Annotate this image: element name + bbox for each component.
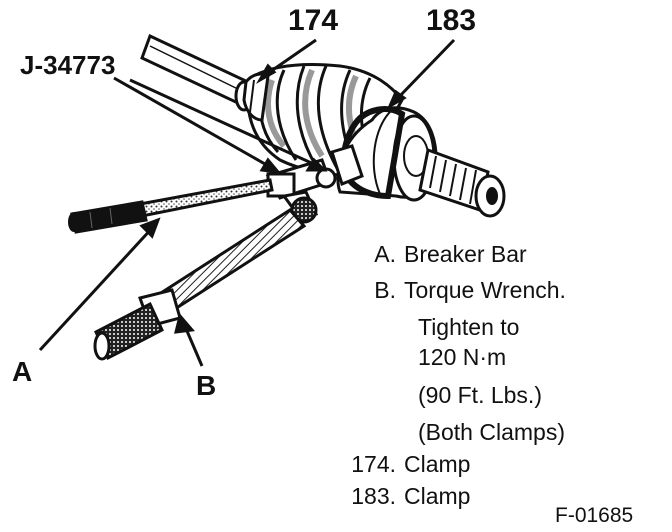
legend-item-a: A. Breaker Bar bbox=[338, 240, 527, 268]
torque-wrench bbox=[93, 208, 307, 361]
legend-text-183: Clamp bbox=[404, 483, 471, 509]
legend-b-line-2: Tighten to bbox=[418, 314, 520, 340]
legend-text-b: Torque Wrench. bbox=[404, 277, 566, 303]
callout-183: 183 bbox=[426, 4, 477, 37]
splined-stub-shaft bbox=[418, 147, 506, 218]
legend-marker-a: A. bbox=[374, 241, 396, 267]
legend-item-183: 183. Clamp bbox=[338, 482, 470, 510]
callout-174: 174 bbox=[288, 4, 339, 37]
callout-a: A bbox=[12, 356, 33, 387]
leader-lines bbox=[38, 38, 456, 367]
clamp-174 bbox=[242, 72, 270, 122]
legend-b-line-4: (90 Ft. Lbs.) bbox=[418, 382, 542, 408]
legend-b-line-3: 120 N·m bbox=[418, 344, 507, 370]
legend-item-b: B. Torque Wrench. bbox=[338, 276, 566, 304]
legend-marker-174: 174. bbox=[351, 451, 396, 477]
legend-item-174: 174. Clamp bbox=[338, 450, 470, 478]
legend-marker-183: 183. bbox=[351, 483, 396, 509]
callout-tool-j34773: J-34773 bbox=[20, 50, 116, 80]
legend-b-line-5: (Both Clamps) bbox=[418, 419, 565, 445]
figure-id: F-01685 bbox=[555, 504, 634, 527]
legend-text-a: Breaker Bar bbox=[404, 241, 527, 267]
legend-text-174: Clamp bbox=[404, 451, 471, 477]
callout-b: B bbox=[196, 370, 217, 401]
axle-shaft bbox=[140, 33, 254, 112]
legend-marker-b: B. bbox=[374, 277, 396, 303]
breaker-bar bbox=[68, 178, 274, 234]
clamp-183 bbox=[330, 106, 406, 200]
